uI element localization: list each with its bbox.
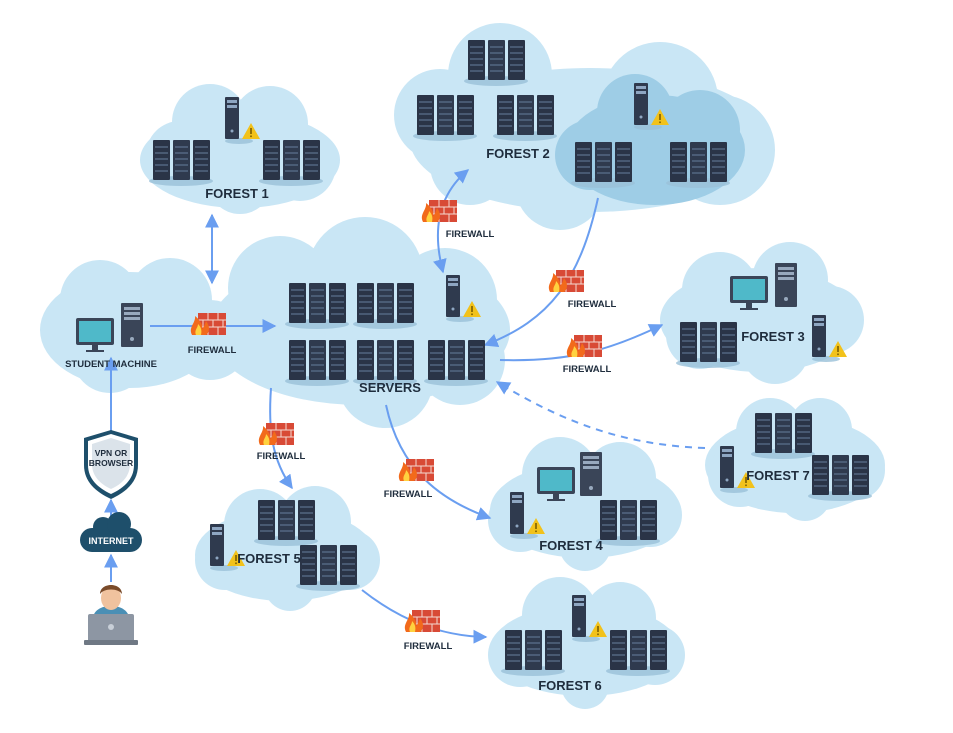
- server-rack-icon: [492, 94, 558, 142]
- firewall-label: FIREWALL: [257, 451, 306, 462]
- firewall-icon: [404, 609, 441, 633]
- server-rack-icon: [675, 321, 741, 369]
- firewall-label: FIREWALL: [568, 299, 617, 310]
- forest-4-label: FOREST 4: [539, 538, 603, 553]
- server-rack-icon: [665, 141, 731, 189]
- server-rack-icon: [412, 94, 478, 142]
- forest-1-label: FOREST 1: [205, 186, 269, 201]
- forest-7-label: FOREST 7: [746, 468, 810, 483]
- vpn-label-line1: VPN OR: [95, 448, 128, 458]
- server-rack-icon: [258, 139, 324, 187]
- firewall-icon: [548, 269, 585, 293]
- internet-label: INTERNET: [89, 536, 135, 546]
- server-rack-icon: [253, 499, 319, 547]
- server-rack-icon: [595, 499, 661, 547]
- server-rack-icon: [807, 454, 873, 502]
- server-rack-icon: [352, 282, 418, 330]
- server-rack-icon: [570, 141, 636, 189]
- forest-2-label: FOREST 2: [486, 146, 550, 161]
- cloud-icon: [80, 512, 142, 552]
- server-rack-icon: [284, 282, 350, 330]
- forest-3-label: FOREST 3: [741, 329, 805, 344]
- link-forest2-hub: [483, 197, 599, 348]
- tower-server-icon: [580, 452, 602, 496]
- firewall-icon: [258, 422, 295, 446]
- servers-label: SERVERS: [359, 380, 421, 395]
- shield-icon: [84, 430, 138, 499]
- server-rack-icon: [463, 39, 529, 87]
- firewall-label: FIREWALL: [188, 345, 237, 356]
- server-rack-icon: [750, 412, 816, 460]
- server-rack-icon: [295, 544, 361, 592]
- server-rack-icon: [423, 339, 489, 387]
- firewall-icon: [421, 199, 458, 223]
- forest-5-label: FOREST 5: [237, 551, 301, 566]
- student-machine-label: STUDENT MACHINE: [65, 359, 157, 370]
- tower-server-icon: [121, 303, 143, 347]
- server-rack-icon: [605, 629, 671, 677]
- server-rack-icon: [284, 339, 350, 387]
- firewall-label: FIREWALL: [563, 364, 612, 375]
- link-forest7-hub: [495, 381, 706, 449]
- server-rack-icon: [148, 139, 214, 187]
- tower-server-icon: [775, 263, 797, 307]
- forest-6-label: FOREST 6: [538, 678, 602, 693]
- user-icon: [84, 585, 138, 645]
- cloud-hub: [40, 217, 510, 428]
- server-rack-icon: [500, 629, 566, 677]
- firewall-label: FIREWALL: [384, 489, 433, 500]
- vpn-label-line2: BROWSER: [89, 458, 133, 468]
- firewall-label: FIREWALL: [446, 229, 495, 240]
- firewall-icon: [398, 458, 435, 482]
- firewall-label: FIREWALL: [404, 641, 453, 652]
- firewall-icon: [566, 334, 603, 358]
